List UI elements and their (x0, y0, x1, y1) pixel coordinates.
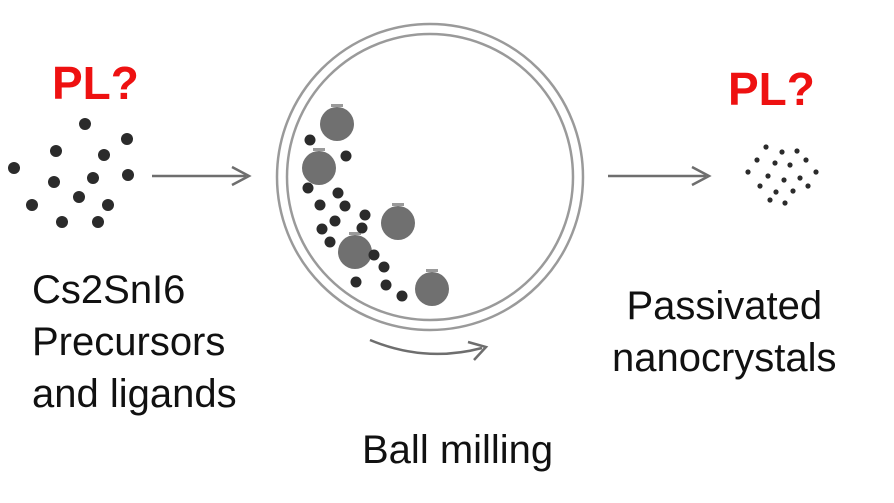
nanocrystal-particle (757, 183, 763, 189)
rotation-arrow (369, 338, 489, 361)
milling-ball (302, 151, 336, 185)
ball-milling-label: Ball milling (362, 428, 554, 472)
powder-particle (380, 279, 392, 291)
powder-particle (368, 249, 380, 261)
precursor-particle (122, 169, 134, 181)
ball-highlight (426, 269, 438, 272)
arrow-to-mill (152, 165, 252, 187)
precursor-particle (26, 199, 38, 211)
pl-question-right: PL? (728, 63, 815, 115)
milling-balls-and-powder (302, 104, 449, 306)
ball-highlight (313, 148, 325, 151)
arrow-to-nanocrystals (608, 165, 712, 187)
ball-highlight (392, 203, 404, 206)
nanocrystal-particle (813, 169, 819, 175)
nanocrystal-particle (805, 183, 811, 189)
nanocrystal-particle (790, 188, 796, 194)
nanocrystal-particle (787, 162, 793, 168)
precursors-label: Cs2SnI6 Precursors and ligands (32, 264, 237, 420)
powder-particle (340, 150, 352, 162)
powder-particle (329, 215, 341, 227)
precursor-particle (79, 118, 91, 130)
precursor-particle (92, 216, 104, 228)
nanocrystal-particle (765, 173, 771, 179)
nanocrystals-label-line: nanocrystals (612, 336, 837, 380)
nanocrystal-particle (803, 157, 809, 163)
powder-particle (332, 187, 344, 199)
nanocrystal-particle (773, 189, 779, 195)
powder-particle (324, 236, 336, 248)
powder-particle (316, 223, 328, 235)
nanocrystal-particle (779, 149, 785, 155)
nanocrystal-particle (781, 177, 787, 183)
nanocrystal-particle (763, 144, 769, 150)
nanocrystal-particle (745, 169, 751, 175)
precursor-particle (56, 216, 68, 228)
nanocrystals-label-line: Passivated (626, 284, 823, 328)
powder-particle (350, 276, 362, 288)
precursor-particle (87, 172, 99, 184)
powder-particle (304, 134, 316, 146)
powder-particle (302, 182, 314, 194)
precursor-particle (102, 199, 114, 211)
milling-ball (320, 107, 354, 141)
nanocrystal-particle (794, 148, 800, 154)
milling-ball (338, 235, 372, 269)
powder-particle (339, 200, 351, 212)
ball-highlight (349, 232, 361, 235)
precursor-particle (50, 145, 62, 157)
nanocrystals-label: Passivated nanocrystals (612, 280, 837, 384)
nanocrystal-particle (772, 160, 778, 166)
nanocrystal-particle (767, 197, 773, 203)
precursor-particle (8, 162, 20, 174)
milling-ball (415, 272, 449, 306)
powder-particle (396, 290, 408, 302)
ball-highlight (331, 104, 343, 107)
precursor-particle-cluster (8, 118, 134, 228)
powder-particle (314, 199, 326, 211)
precursors-label-line: Cs2SnI6 (32, 268, 186, 312)
nanocrystal-particle-cluster (745, 144, 819, 206)
nanocrystal-particle (782, 200, 788, 206)
nanocrystal-particle (797, 175, 803, 181)
precursor-particle (48, 176, 60, 188)
precursors-label-line: and ligands (32, 372, 237, 416)
precursor-particle (73, 191, 85, 203)
precursor-particle (121, 133, 133, 145)
powder-particle (378, 261, 390, 273)
powder-particle (356, 222, 368, 234)
pl-question-left: PL? (52, 57, 139, 109)
powder-particle (359, 209, 371, 221)
nanocrystal-particle (754, 157, 760, 163)
precursor-particle (98, 149, 110, 161)
milling-ball (381, 206, 415, 240)
precursors-label-line: Precursors (32, 320, 226, 364)
